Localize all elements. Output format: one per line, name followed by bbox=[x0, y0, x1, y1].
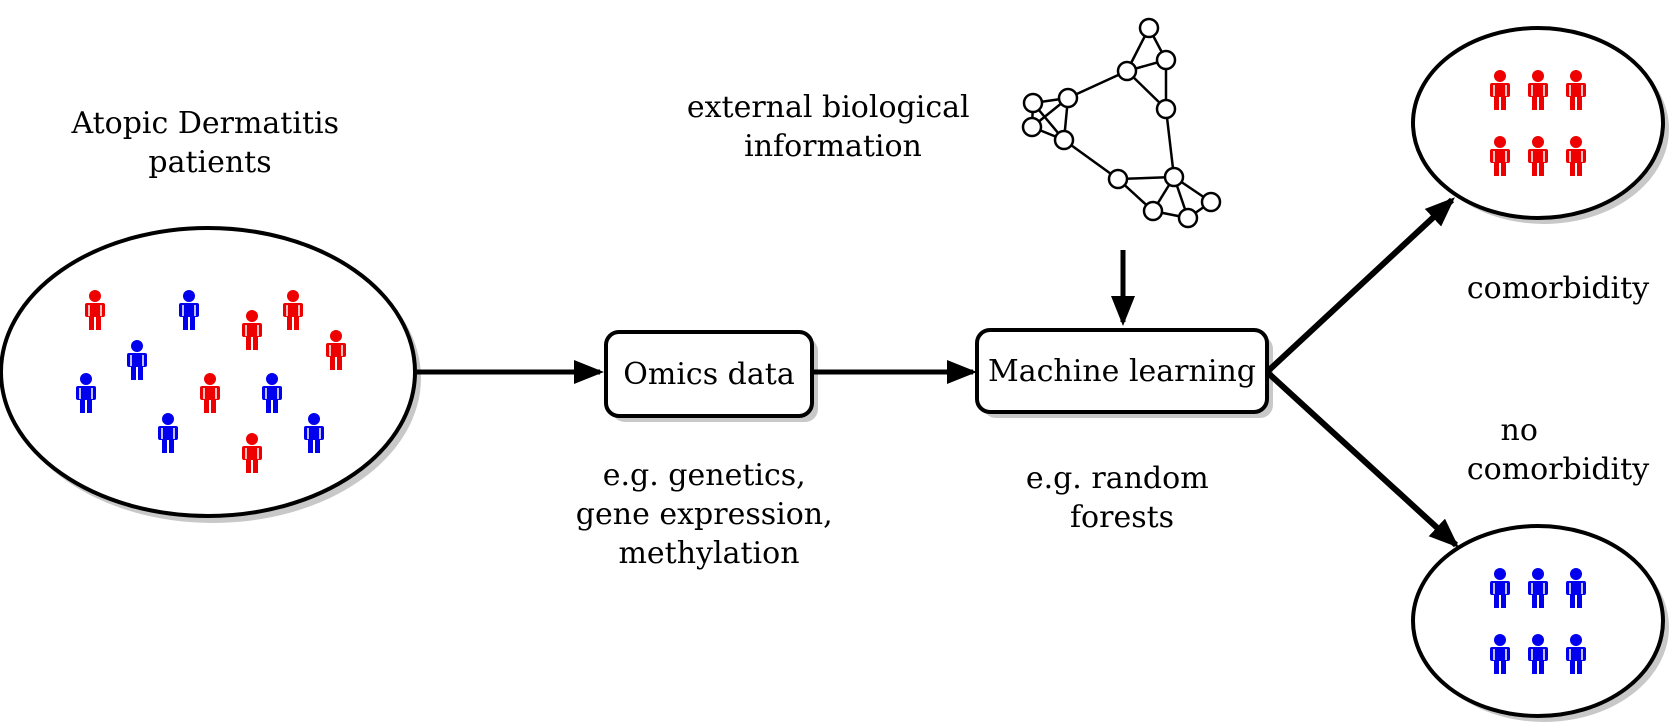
no-comorbidity-label: no comorbidity bbox=[1467, 413, 1649, 487]
patients-people bbox=[76, 290, 346, 473]
external-info-line-2: information bbox=[744, 129, 922, 164]
outcome-person-icon bbox=[1528, 568, 1548, 608]
comorbidity-ellipse bbox=[1411, 26, 1665, 220]
comorbidity-people bbox=[1490, 70, 1586, 176]
network-edge bbox=[1164, 108, 1176, 178]
network-node bbox=[1142, 200, 1164, 222]
omics-examples: e.g. genetics, gene expression, methylat… bbox=[576, 458, 842, 571]
omics-example-line-3: methylation bbox=[618, 536, 799, 571]
patient-person-icon bbox=[326, 330, 346, 370]
patient-person-icon bbox=[242, 433, 262, 473]
patient-person-icon bbox=[158, 413, 178, 453]
outcome-person-icon bbox=[1528, 70, 1548, 110]
patient-person-icon bbox=[179, 290, 199, 330]
external-info-line-1: external biological bbox=[687, 90, 970, 125]
arrow-ml-to-no-comorbidity bbox=[1264, 369, 1459, 548]
network-node bbox=[1057, 87, 1079, 109]
network-node bbox=[1053, 129, 1075, 151]
outcome-person-icon bbox=[1490, 136, 1510, 176]
no-comorbidity-people bbox=[1490, 568, 1586, 674]
network-edge bbox=[1063, 138, 1119, 181]
outcome-person-icon bbox=[1528, 634, 1548, 674]
patient-person-icon bbox=[304, 413, 324, 453]
patient-person-icon bbox=[200, 373, 220, 413]
patient-person-icon bbox=[242, 310, 262, 350]
patient-person-icon bbox=[85, 290, 105, 330]
patients-ellipse bbox=[0, 226, 417, 518]
no-comorbidity-label-line-2: comorbidity bbox=[1467, 452, 1649, 487]
patient-person-icon bbox=[283, 290, 303, 330]
graph-network-icon bbox=[1021, 17, 1222, 229]
outcome-person-icon bbox=[1566, 568, 1586, 608]
network-node bbox=[1163, 166, 1185, 188]
network-node bbox=[1155, 49, 1177, 71]
outcome-person-icon bbox=[1490, 70, 1510, 110]
ml-label: Machine learning bbox=[988, 354, 1256, 389]
no-comorbidity-label-line-1: no bbox=[1501, 413, 1538, 448]
patients-title-line-2: patients bbox=[148, 145, 271, 180]
patient-person-icon bbox=[127, 340, 147, 380]
network-node bbox=[1138, 17, 1160, 39]
network-node bbox=[1155, 98, 1177, 120]
outcome-person-icon bbox=[1566, 634, 1586, 674]
network-node bbox=[1177, 207, 1199, 229]
network-node bbox=[1200, 191, 1222, 213]
omics-example-line-2: gene expression, bbox=[576, 497, 833, 532]
ml-example-line-2: forests bbox=[1070, 500, 1174, 535]
omics-example-line-1: e.g. genetics, bbox=[603, 458, 806, 493]
network-node bbox=[1021, 116, 1043, 138]
ml-example-line-1: e.g. random bbox=[1026, 461, 1209, 496]
ml-examples: e.g. random forests bbox=[1026, 461, 1218, 535]
outcome-person-icon bbox=[1528, 136, 1548, 176]
external-info-label: external biological information bbox=[687, 90, 979, 164]
patient-person-icon bbox=[262, 373, 282, 413]
outcome-person-icon bbox=[1490, 634, 1510, 674]
network-node bbox=[1116, 60, 1138, 82]
patient-person-icon bbox=[76, 373, 96, 413]
no-comorbidity-ellipse bbox=[1411, 524, 1665, 718]
outcome-person-icon bbox=[1566, 70, 1586, 110]
comorbidity-label-line-1: comorbidity bbox=[1467, 271, 1649, 306]
network-edge bbox=[1067, 69, 1128, 100]
omics-label: Omics data bbox=[623, 357, 795, 392]
outcome-person-icon bbox=[1566, 136, 1586, 176]
patients-title: Atopic Dermatitis patients bbox=[70, 106, 348, 180]
outcome-person-icon bbox=[1490, 568, 1510, 608]
comorbidity-label: comorbidity bbox=[1467, 271, 1649, 306]
network-node bbox=[1107, 168, 1129, 190]
arrow-ml-to-comorbidity bbox=[1264, 197, 1455, 375]
patients-title-line-1: Atopic Dermatitis bbox=[70, 106, 339, 141]
network-node bbox=[1022, 92, 1044, 114]
